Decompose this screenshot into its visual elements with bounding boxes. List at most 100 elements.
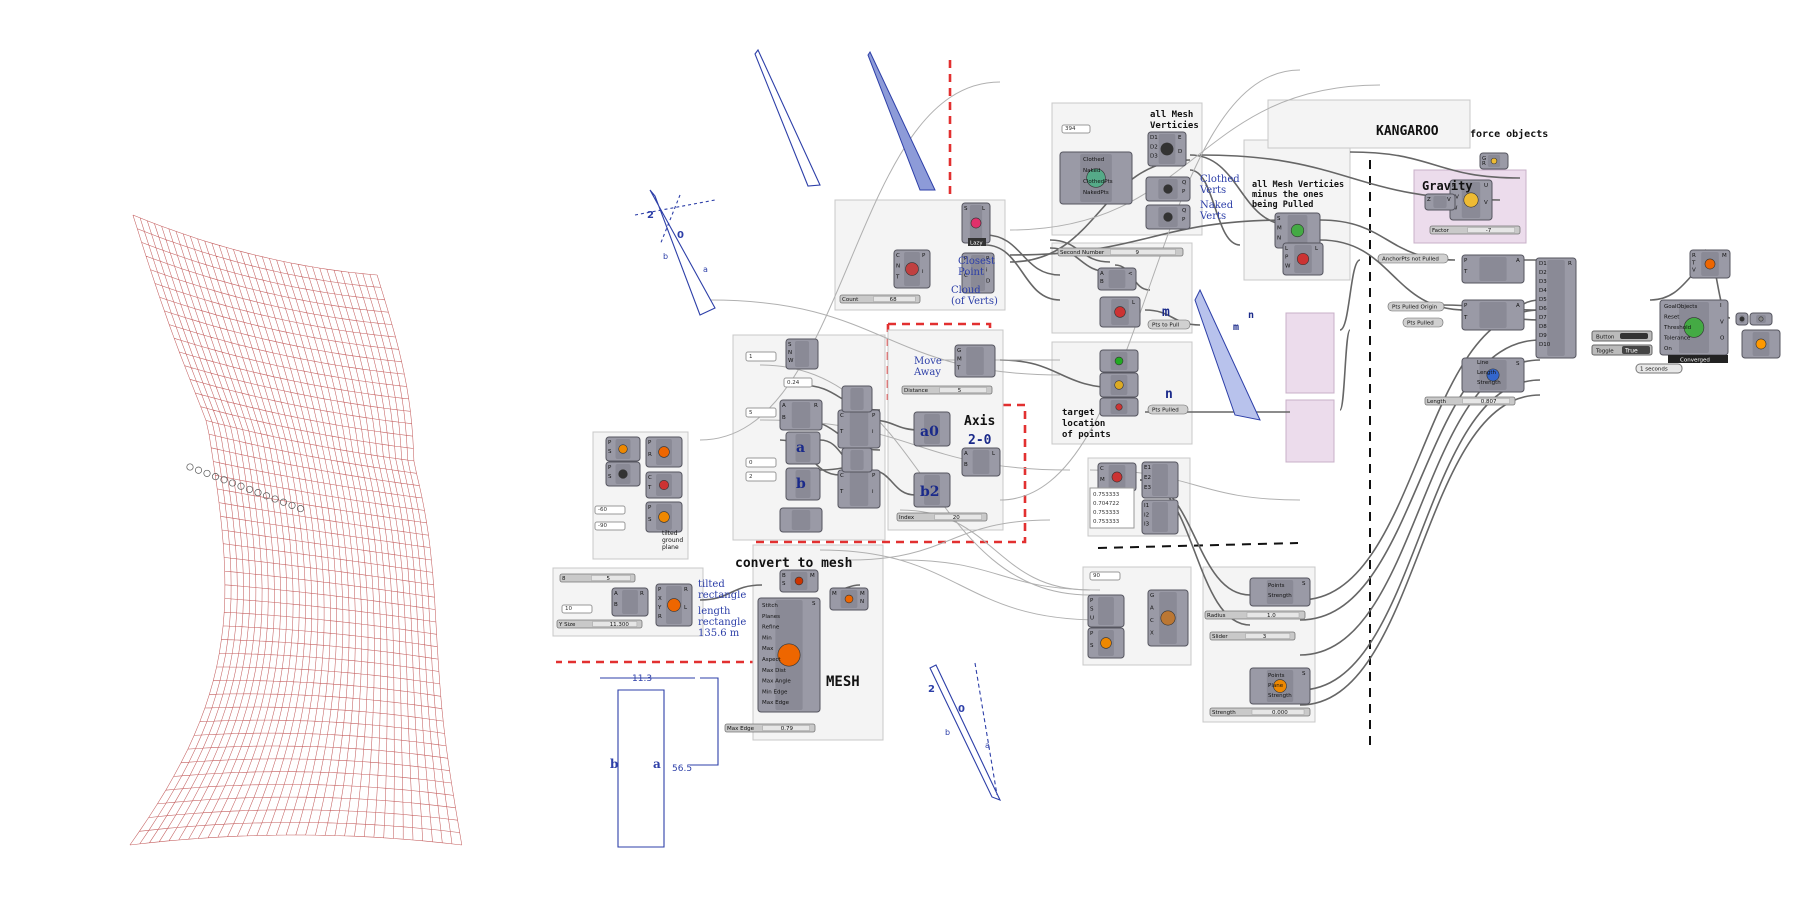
list-a-node[interactable]: ABR — [779, 399, 823, 431]
anchor-node[interactable]: S — [1249, 577, 1311, 607]
merge-node[interactable]: R — [1535, 257, 1577, 359]
port-label: S — [782, 581, 786, 587]
panel-2[interactable]: 2 — [745, 471, 777, 482]
tilted-ground-e-node[interactable]: PS — [645, 501, 683, 533]
panel-10[interactable]: 10 — [561, 604, 593, 614]
tilted-ground-b-node[interactable]: PS — [605, 461, 641, 487]
plane-goal-node[interactable]: S — [1249, 667, 1311, 705]
pts-pulled-origin-relay[interactable]: Pts Pulled Origin — [1387, 301, 1445, 312]
pt-b-node[interactable]: PS — [1087, 627, 1125, 659]
not-pulled-node[interactable]: SMN — [1274, 212, 1321, 249]
axis-node[interactable]: ABL — [961, 447, 1001, 477]
tilted-ground-c-node[interactable]: PR — [645, 436, 683, 468]
series-node[interactable]: SNW — [785, 338, 819, 370]
pull-sort-node[interactable]: L — [1099, 296, 1141, 328]
label-a-node[interactable] — [785, 431, 821, 465]
kangaroo-solver-node[interactable]: IVO — [1659, 299, 1729, 356]
timer-node[interactable]: 1 seconds — [1635, 363, 1683, 374]
output-node[interactable] — [1741, 329, 1781, 359]
pt-node[interactable]: PSU — [1087, 594, 1125, 628]
panel-0[interactable]: 0 — [745, 457, 777, 468]
move-away-node[interactable]: GMT — [954, 344, 996, 378]
target-c-node[interactable] — [1099, 397, 1139, 417]
port-label: G — [1482, 156, 1486, 162]
slider-label: Factor — [1432, 228, 1450, 234]
naked-verts-node[interactable]: QP — [1145, 204, 1191, 230]
panel-90b[interactable]: 90 — [1089, 571, 1121, 581]
tilted-ground-d-node[interactable]: CT — [645, 471, 683, 499]
pts-pulled-relay[interactable]: Pts Pulled — [1147, 404, 1189, 415]
b2-node[interactable] — [913, 472, 951, 508]
panel-024[interactable]: 0.24 — [783, 377, 813, 388]
gravity-top-node[interactable]: GR — [1479, 152, 1509, 170]
panel-90[interactable]: -90 — [594, 521, 626, 531]
plane1-a-label: a — [703, 265, 708, 274]
button-node[interactable]: Button — [1591, 330, 1653, 342]
target-b-node[interactable] — [1099, 372, 1139, 398]
factor-slider[interactable]: Factor-7 — [1429, 225, 1521, 235]
panel-5[interactable]: 5 — [745, 407, 777, 418]
pts-pulled2-relay[interactable]: Pts Pulled — [1402, 317, 1444, 328]
mesh-from-brep-node[interactable]: BSM — [779, 569, 819, 593]
compare-node[interactable]: AB< — [1097, 267, 1137, 291]
clothed-naked-node[interactable] — [1059, 151, 1133, 205]
length-node[interactable]: S — [1461, 357, 1525, 393]
panel-1[interactable]: 1 — [745, 351, 777, 362]
a0-node[interactable] — [913, 411, 951, 447]
anchor-force-a-node[interactable]: PTA — [1461, 254, 1525, 284]
graph-a-node[interactable] — [841, 385, 873, 413]
component-icon — [1755, 338, 1767, 350]
graph-b-node[interactable] — [841, 447, 873, 473]
unary-force-node[interactable]: PFVWUV — [1449, 179, 1493, 221]
pts-to-pull-relay[interactable]: Pts to Pull — [1147, 319, 1191, 330]
plane2-b-label: b — [945, 728, 950, 737]
n-label: n — [1165, 387, 1173, 402]
relay-label: Pts Pulled — [1152, 408, 1179, 414]
cloud-label: Cloud(of Verts) — [951, 285, 998, 307]
panel-60[interactable]: -60 — [594, 505, 626, 515]
mesh-settings-node[interactable]: S — [757, 597, 821, 713]
panel-value: 0.24 — [787, 380, 800, 386]
rectangle-a-node[interactable]: ABR — [611, 587, 649, 617]
panel-node[interactable]: CM — [1097, 462, 1137, 492]
panel-394[interactable]: 394 — [1061, 124, 1091, 134]
gear-node[interactable] — [1749, 312, 1773, 326]
slider-value: 11.300 — [610, 622, 630, 628]
clothed-verts-node[interactable]: QP — [1145, 176, 1191, 202]
small-dot-node[interactable] — [1735, 312, 1749, 326]
target-a-node[interactable] — [1099, 349, 1139, 373]
anchor-force-b-node[interactable]: PTA — [1461, 299, 1525, 331]
tilted-ground-a-node[interactable]: PS — [605, 436, 641, 462]
anchorpts-not-pulled-relay[interactable]: AnchorPts not Pulled — [1377, 253, 1449, 264]
list-b-node[interactable] — [779, 507, 823, 533]
label-b-node[interactable] — [785, 467, 821, 501]
